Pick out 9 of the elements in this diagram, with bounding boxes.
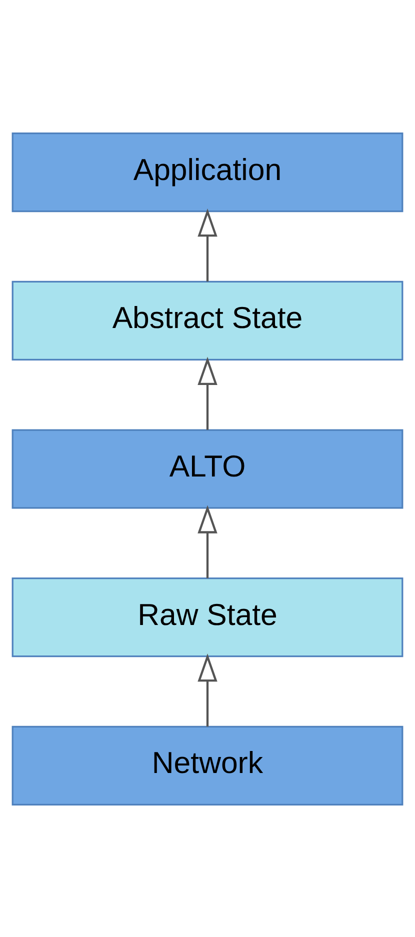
node-box: Abstract State [12, 280, 404, 360]
arrow [198, 653, 218, 726]
arrow [198, 208, 218, 282]
node-box: Network [12, 725, 404, 805]
node-box: Application [12, 132, 404, 212]
arrow [198, 504, 218, 578]
node-box: ALTO [12, 428, 404, 508]
arrow [198, 356, 218, 430]
node-box: Raw State [12, 577, 404, 657]
